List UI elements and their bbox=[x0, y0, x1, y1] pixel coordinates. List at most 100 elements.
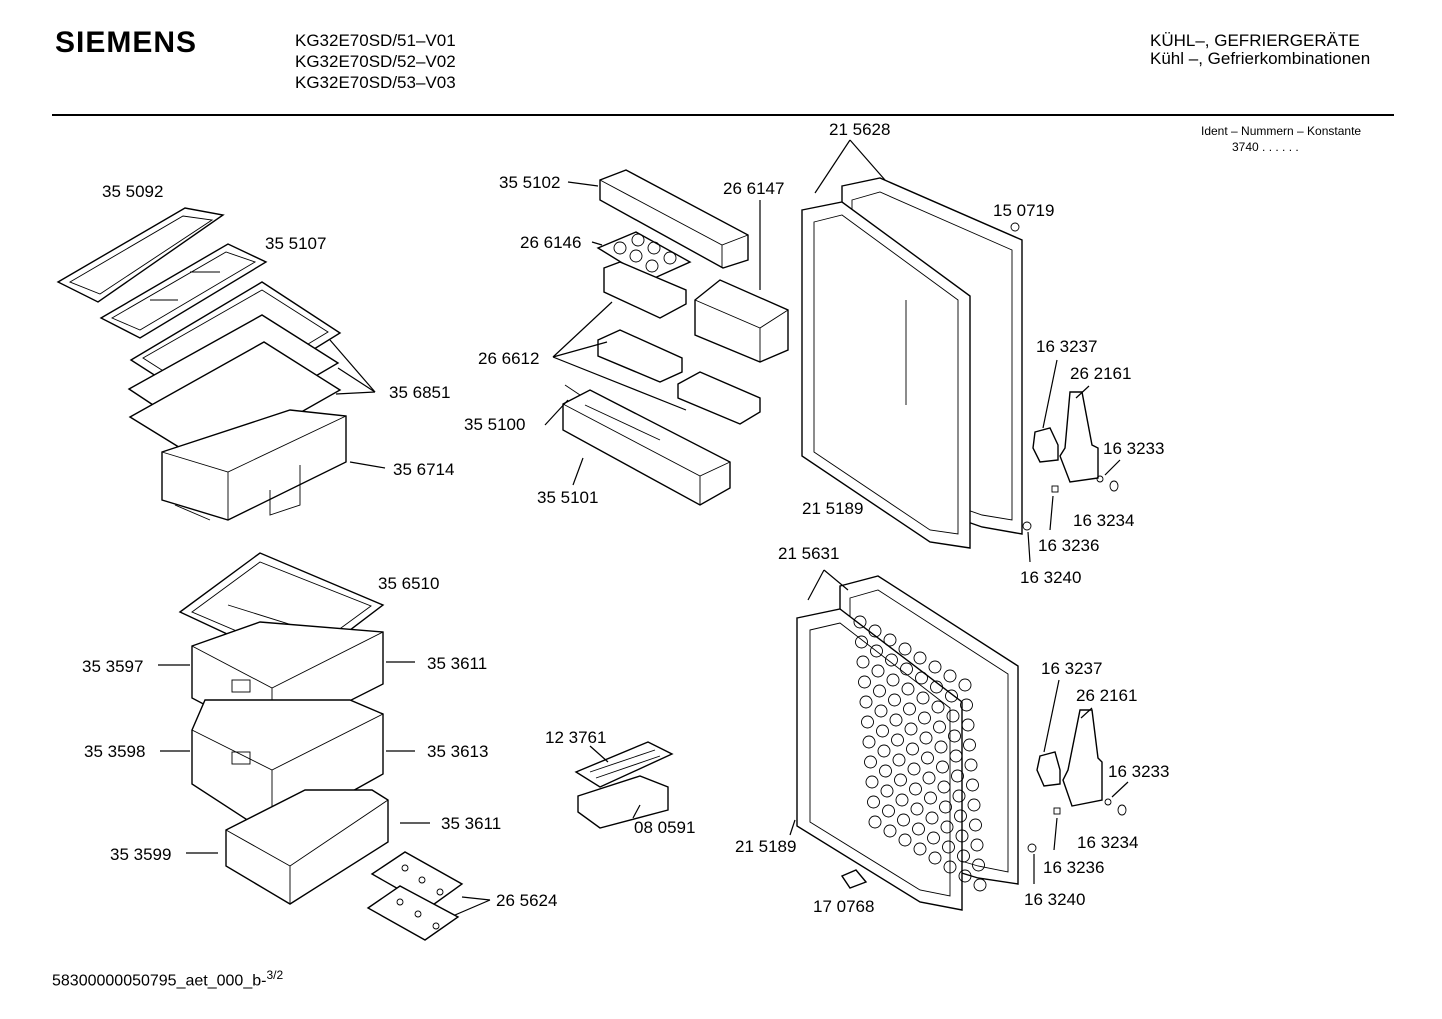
door-dimple bbox=[909, 782, 922, 796]
door-dimple bbox=[949, 749, 963, 763]
ident-label: Ident – Nummern – Konstante bbox=[1201, 124, 1362, 138]
crisper-drawer bbox=[161, 409, 347, 521]
door-dimple bbox=[876, 724, 889, 738]
door-dimple bbox=[856, 655, 870, 669]
door-dimple bbox=[877, 744, 891, 758]
door-dimple bbox=[901, 682, 915, 696]
door-dimple bbox=[955, 829, 969, 843]
door-dimple bbox=[966, 778, 979, 792]
door-dimple bbox=[913, 842, 927, 856]
part-label-262161-upper: 26 2161 bbox=[1070, 364, 1132, 383]
door-dimple bbox=[907, 762, 921, 776]
part-label-163237-upper: 16 3237 bbox=[1036, 337, 1098, 356]
door-dimple bbox=[948, 729, 961, 743]
door-dimple bbox=[889, 713, 903, 727]
door-dimple bbox=[952, 789, 966, 803]
door-dimple bbox=[879, 764, 892, 778]
part-label-163233-upper: 16 3233 bbox=[1103, 439, 1165, 458]
door-dimple bbox=[891, 733, 904, 747]
cold-packs bbox=[366, 851, 464, 941]
door-dimple bbox=[918, 711, 931, 725]
door-dimple bbox=[942, 840, 955, 854]
door-dimple bbox=[913, 651, 927, 665]
door-dimple bbox=[925, 811, 939, 825]
part-label-353597: 35 3597 bbox=[82, 657, 144, 676]
part-label-356851: 35 6851 bbox=[389, 383, 451, 402]
part-label-163240-lower: 16 3240 bbox=[1024, 890, 1086, 909]
category-title: KÜHL–, GEFRIERGERÄTE bbox=[1150, 31, 1360, 50]
part-label-356510: 35 6510 bbox=[378, 574, 440, 593]
door-dimple bbox=[973, 878, 987, 892]
part-label-215628: 21 5628 bbox=[829, 120, 891, 139]
door-dimple bbox=[916, 691, 930, 705]
brand-logo: SIEMENS bbox=[55, 26, 198, 59]
door-dimple bbox=[898, 642, 912, 656]
door-shelf-small-right bbox=[677, 371, 761, 425]
door-dimple bbox=[933, 720, 946, 734]
door-dimple bbox=[855, 635, 868, 649]
part-label-170768: 17 0768 bbox=[813, 897, 875, 916]
part-label-353611-top: 35 3611 bbox=[427, 654, 488, 673]
part-label-123761: 12 3761 bbox=[545, 728, 607, 747]
part-label-215631: 21 5631 bbox=[778, 544, 840, 563]
door-dimple bbox=[939, 800, 952, 814]
document-id-text: 58300000050795_aet_000_b- bbox=[52, 972, 267, 990]
door-dimple bbox=[906, 742, 919, 756]
model-number-1: KG32E70SD/51–V01 bbox=[295, 31, 456, 50]
part-label-353598: 35 3598 bbox=[84, 742, 146, 761]
door-dimple bbox=[873, 684, 886, 698]
part-label-215189-lower: 21 5189 bbox=[735, 837, 797, 856]
part-label-266146: 26 6146 bbox=[520, 233, 582, 252]
door-dimple bbox=[859, 695, 873, 709]
door-dimple bbox=[904, 722, 918, 736]
door-dimple bbox=[970, 838, 984, 852]
door-dimple bbox=[895, 793, 909, 807]
freezer-drawer-bottom bbox=[225, 789, 389, 905]
door-dimple bbox=[880, 784, 894, 798]
document-id: 58300000050795_aet_000_b-3/2 bbox=[52, 968, 283, 990]
part-label-163234-lower: 16 3234 bbox=[1077, 833, 1139, 852]
part-label-356714: 35 6714 bbox=[393, 460, 455, 479]
part-label-355100: 35 5100 bbox=[464, 415, 526, 434]
part-label-353611-bottom: 35 3611 bbox=[441, 814, 502, 833]
model-number-2: KG32E70SD/52–V02 bbox=[295, 52, 456, 71]
door-dimple bbox=[853, 615, 867, 629]
part-label-355092: 35 5092 bbox=[102, 182, 164, 201]
door-dimple bbox=[964, 758, 978, 772]
door-dimple bbox=[867, 795, 880, 809]
door-dimple bbox=[885, 653, 898, 667]
part-label-353613: 35 3613 bbox=[427, 742, 489, 761]
door-dimple bbox=[922, 771, 936, 785]
door-dimple bbox=[864, 755, 877, 769]
door-dimple bbox=[883, 824, 897, 838]
part-label-355107: 35 5107 bbox=[265, 234, 327, 253]
door-handle-part bbox=[840, 869, 868, 889]
door-dimple bbox=[967, 798, 981, 812]
door-dimple bbox=[862, 735, 876, 749]
door-dimple bbox=[937, 780, 951, 794]
door-dimple bbox=[868, 624, 882, 638]
door-dimple bbox=[960, 698, 973, 712]
hinge-upper bbox=[1022, 391, 1119, 531]
part-label-163237-lower: 16 3237 bbox=[1041, 659, 1103, 678]
door-dimple bbox=[958, 678, 972, 692]
door-dimple bbox=[943, 669, 957, 683]
door-dimple bbox=[969, 818, 982, 832]
door-dimple bbox=[924, 791, 937, 805]
door-dimple bbox=[858, 675, 871, 689]
egg-holder-bin bbox=[603, 261, 687, 319]
part-label-080591: 08 0591 bbox=[634, 818, 696, 837]
door-dimple bbox=[963, 738, 976, 752]
egg-tray bbox=[596, 231, 692, 281]
door-dimple bbox=[946, 709, 960, 723]
door-dimple bbox=[940, 820, 954, 834]
door-dimple bbox=[898, 833, 912, 847]
hinge-lower bbox=[1027, 709, 1127, 853]
part-label-163236-lower: 16 3236 bbox=[1043, 858, 1105, 877]
door-dimple bbox=[954, 809, 967, 823]
door-plug-icon bbox=[1010, 222, 1020, 232]
door-dimple bbox=[886, 673, 900, 687]
door-dimple bbox=[951, 769, 964, 783]
bottle-shelf bbox=[562, 384, 731, 506]
part-label-163234-upper: 16 3234 bbox=[1073, 511, 1135, 530]
